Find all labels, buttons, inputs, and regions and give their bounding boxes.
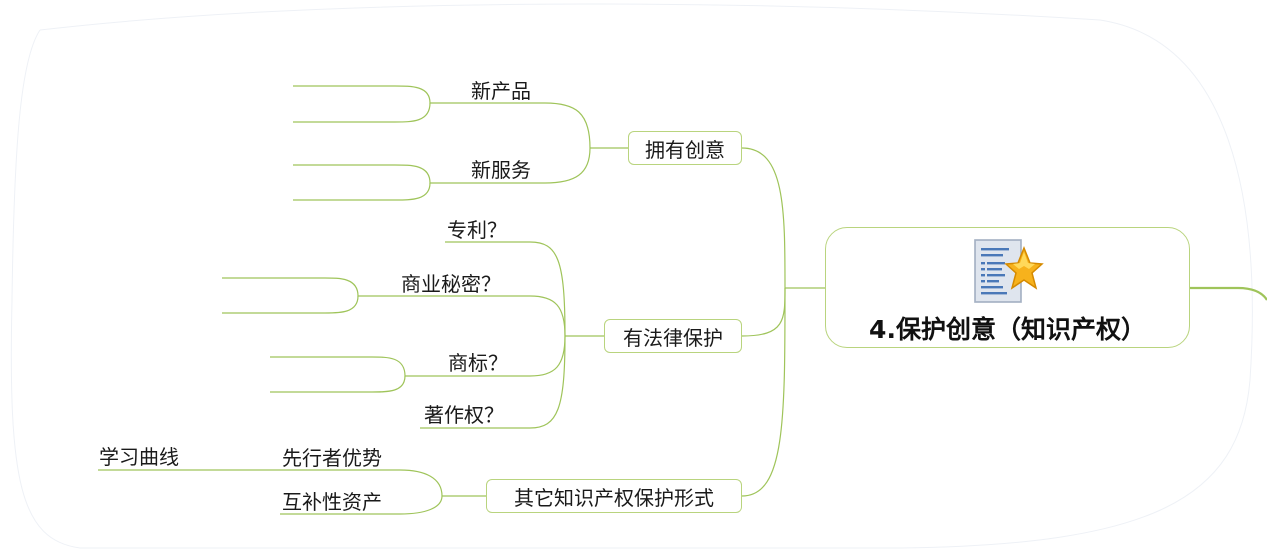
document-star-icon: [972, 236, 1044, 312]
branch-3-to-complementary: [280, 495, 443, 515]
topic-first-mover-advantage[interactable]: 先行者优势: [282, 446, 382, 470]
topic-copyright[interactable]: 著作权？: [424, 403, 504, 427]
right-outgoing-line: [1190, 286, 1267, 301]
topic-complementary-assets[interactable]: 互补性资产: [282, 490, 382, 514]
topic-patent[interactable]: 专利？: [447, 218, 507, 242]
branch-legal-protection[interactable]: 有法律保护: [604, 319, 742, 353]
branch-2-to-patent: [445, 241, 566, 337]
topic-learning-curve[interactable]: 学习曲线: [99, 445, 179, 469]
trademark-fork-top: [270, 356, 445, 377]
central-topic-title: 4.保护创意（知识产权）: [869, 315, 1146, 344]
topic-new-service[interactable]: 新服务: [471, 158, 531, 182]
child-2-fork-bottom: [293, 182, 431, 201]
child-1-fork-top: [293, 85, 465, 104]
trade-secret-fork-bottom: [222, 295, 359, 314]
branch-owning-ideas[interactable]: 拥有创意: [628, 131, 742, 165]
topic-trade-secret[interactable]: 商业秘密？: [401, 272, 501, 296]
topic-new-product[interactable]: 新产品: [471, 79, 531, 103]
branch-2-to-copyright: [420, 335, 566, 429]
child-1-fork-bottom: [293, 102, 431, 123]
branch-3-to-first-mover: [280, 469, 443, 497]
branch-1-to-child-1: [465, 102, 591, 149]
background-swirl: [10, 3, 1253, 549]
child-2-fork-top: [293, 164, 465, 184]
trunk-branch-3: [741, 287, 786, 497]
trunk-branch-1: [741, 147, 786, 289]
trademark-fork-bottom: [270, 375, 406, 393]
trade-secret-fork-top: [222, 277, 395, 297]
branch-2-to-trade-secret: [395, 295, 566, 337]
branch-other-ip-protection[interactable]: 其它知识产权保护形式: [486, 479, 742, 513]
branch-1-to-child-2: [465, 147, 591, 184]
topic-trademark[interactable]: 商标？: [448, 351, 508, 375]
trunk-branch-2: [741, 287, 786, 337]
central-topic-node[interactable]: 4.保护创意（知识产权）: [825, 227, 1190, 348]
